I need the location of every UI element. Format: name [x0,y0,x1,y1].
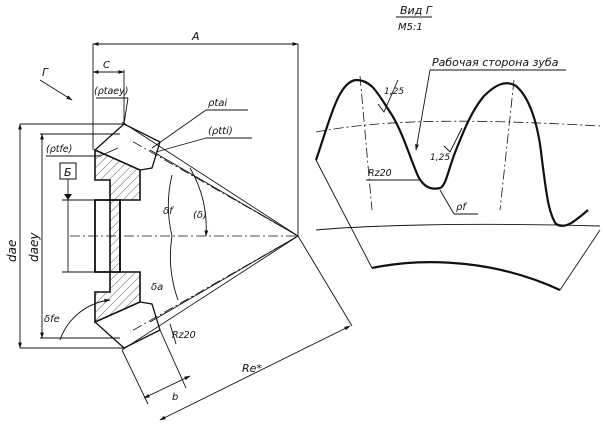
rho-tfe-label: (ρtfe) [46,144,72,155]
view-title: Вид Г [400,4,433,17]
dae-label: dae [5,240,19,262]
roughness-label-2: 1,25 [430,153,450,163]
hub-section [94,148,141,324]
daey-label: daey [27,232,41,262]
delta-label: (δ) [193,210,207,221]
rho-tti-label: (ρtti) [208,126,233,137]
delta-a-label: δa [151,282,163,293]
view-letter: Г [42,66,49,79]
dim-c-label: C [103,60,110,71]
view-arrow [39,79,73,101]
roughness-label-1: 1,25 [384,87,404,97]
dim-a-label: A [191,30,200,43]
dim-re-line [159,325,351,421]
dim-re-label: Re* [242,362,262,375]
cone-line-top [121,121,299,237]
tooth-detail-view: Вид Г М5:1 Рабочая сторона зуба 1,25 1,2… [314,4,601,291]
rz20-right-label: Rz20 [368,168,392,179]
view-scale: М5:1 [398,22,423,33]
working-side-label: Рабочая сторона зуба [432,56,559,69]
bore [94,199,121,273]
cone-line-bottom [121,235,299,351]
rho-tai-label: ρtai [208,98,227,109]
datum-b-label: Б [64,166,72,179]
delta-fe-label: δfe [44,314,60,325]
rho-taey-label: (ρtaey) [94,86,128,97]
delta-f-label: δf [163,206,174,217]
gear-section-view: Б A C Г (ρtaey) ρtai (ρtti) (ρtfe) (δ) δ… [5,30,353,421]
tooth-profile [314,78,589,227]
rz20-left-label: Rz20 [172,330,196,341]
dim-b-label: b [172,392,178,403]
rho-f-label: ρf [456,202,467,213]
dim-b-line [143,375,191,399]
